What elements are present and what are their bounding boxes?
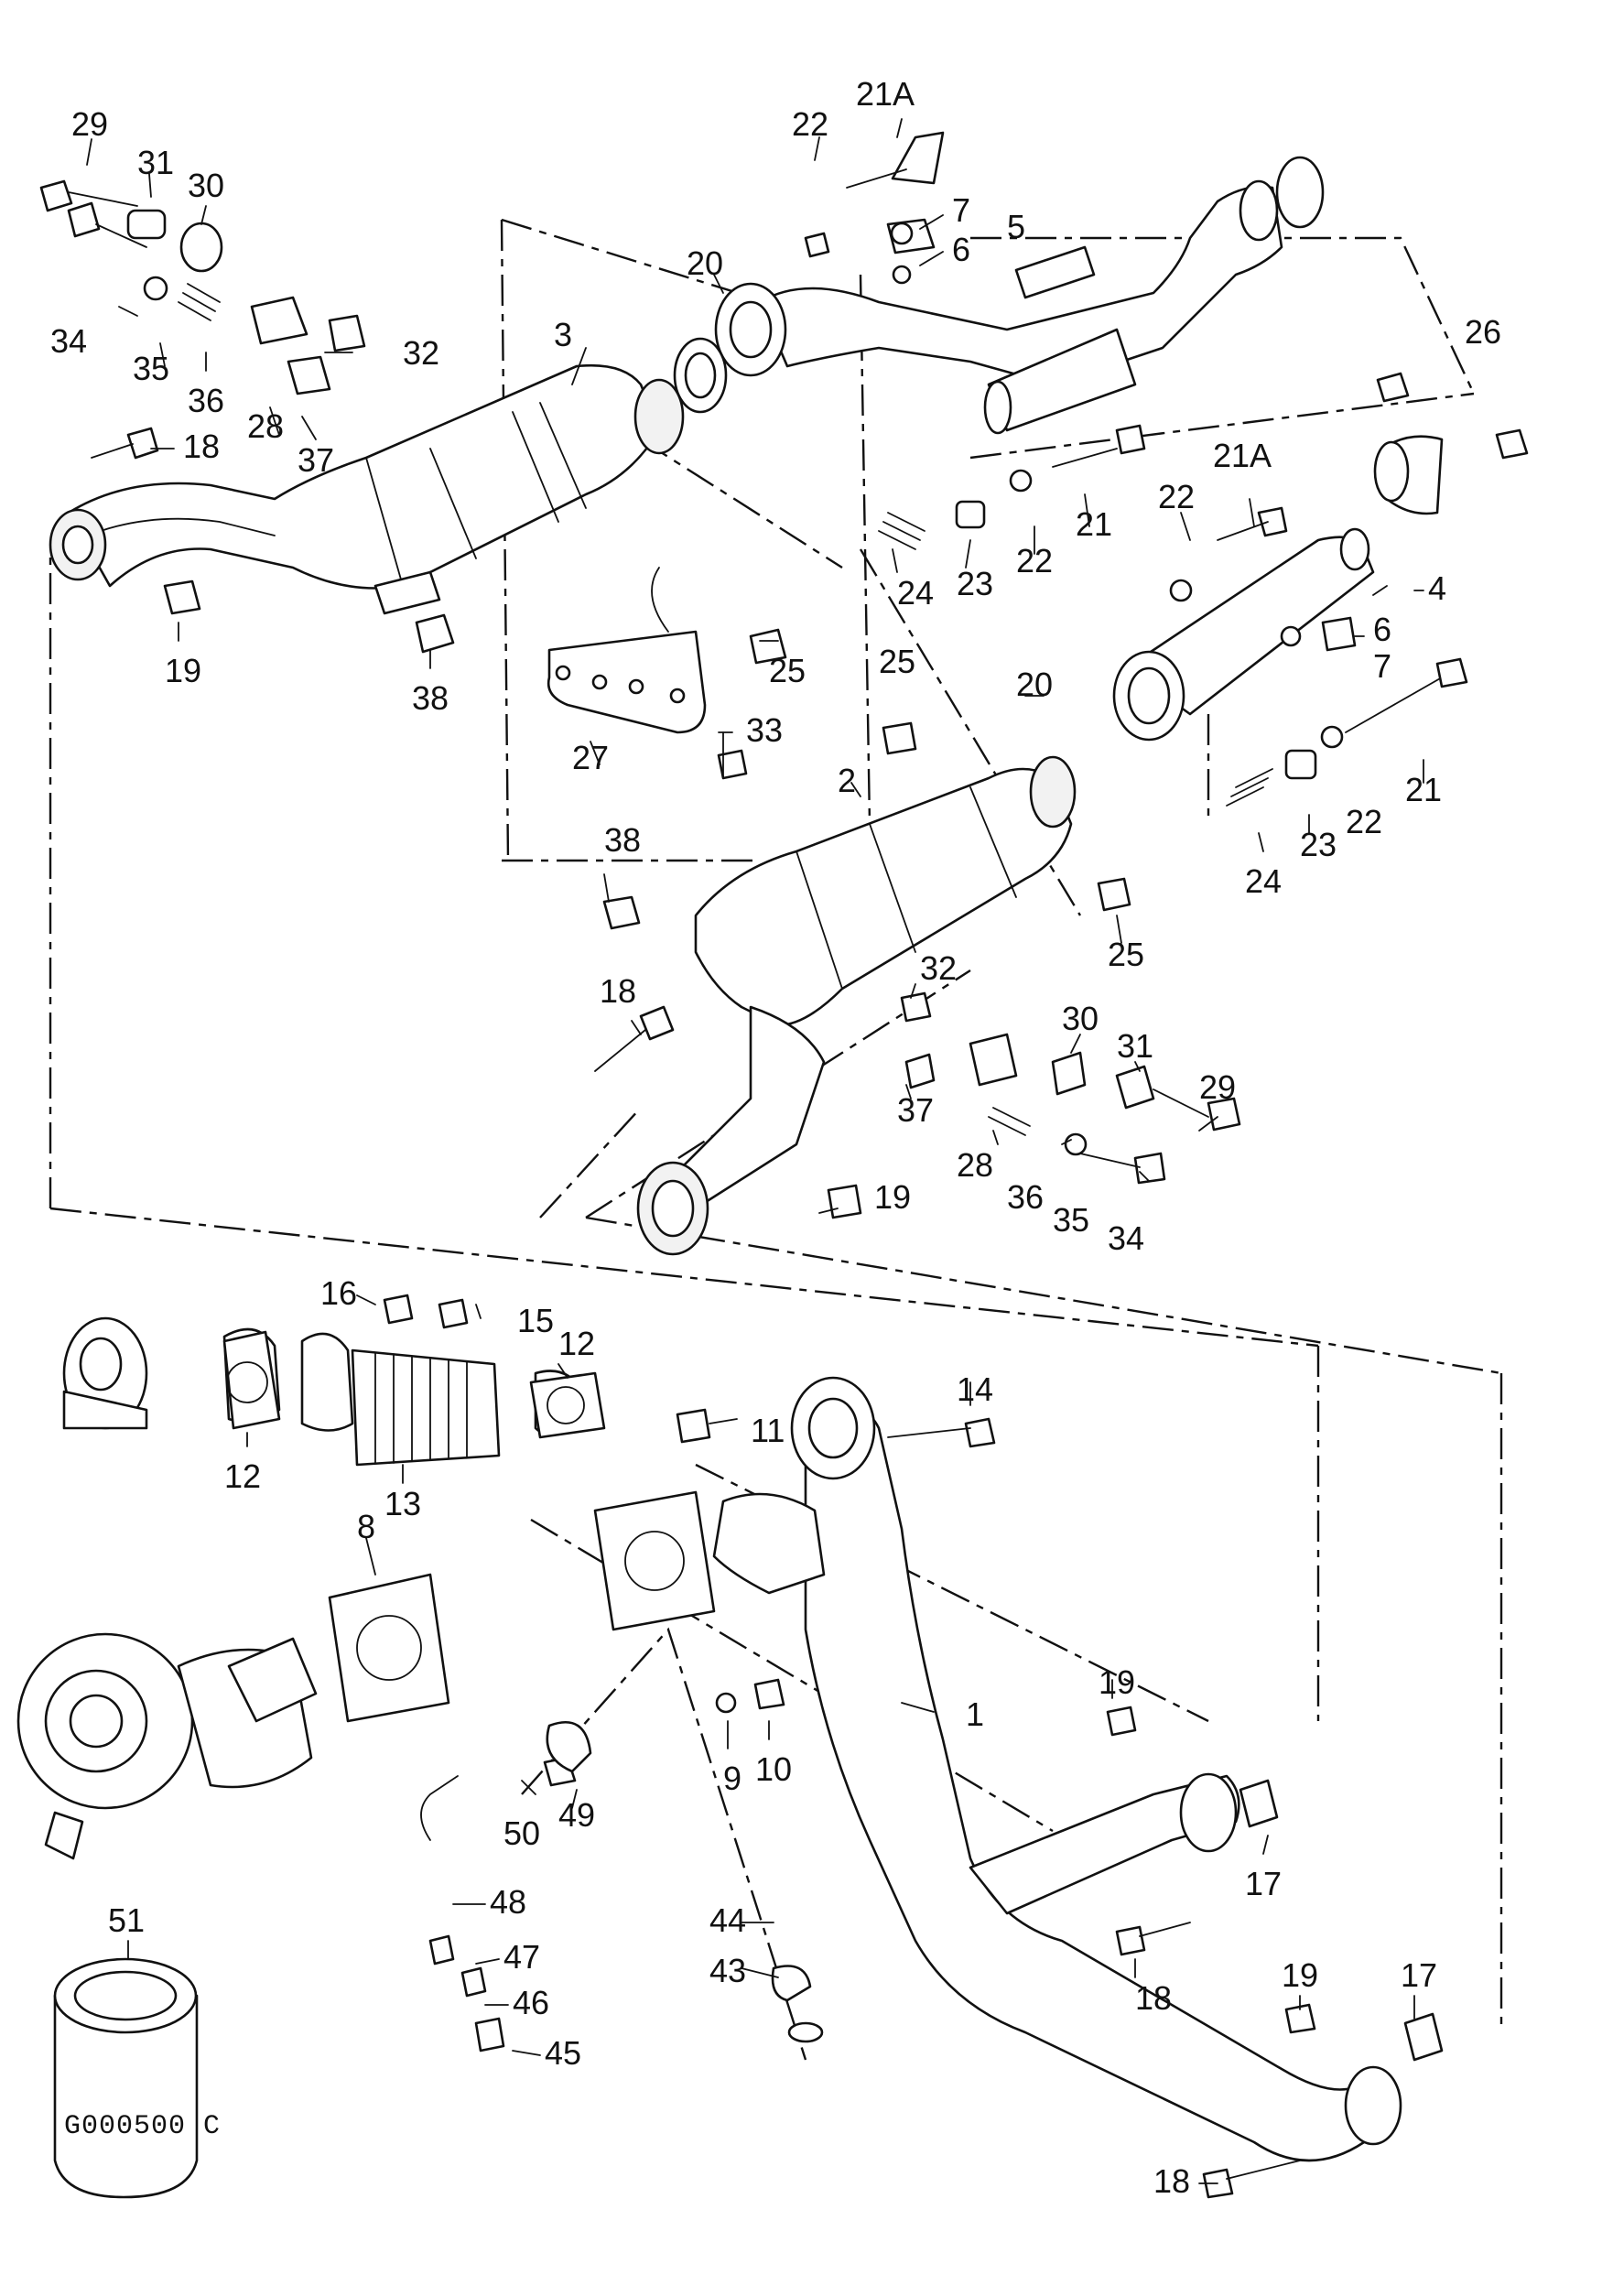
callout-22: 22 <box>792 105 828 143</box>
callout-36: 36 <box>1007 1178 1044 1216</box>
catalytic-converter-3 <box>49 363 685 615</box>
callout-11: 11 <box>751 1412 785 1449</box>
callout-34: 34 <box>50 322 87 360</box>
callout-28: 28 <box>247 407 284 445</box>
callout-30: 30 <box>1062 1000 1099 1037</box>
callout-18: 18 <box>1153 2162 1190 2200</box>
callout-12: 12 <box>224 1457 261 1495</box>
callout-23: 23 <box>957 565 993 602</box>
y-pipe-5 <box>673 156 1325 435</box>
callout-16: 16 <box>320 1274 357 1312</box>
callout-38: 38 <box>412 679 449 717</box>
callout-19: 19 <box>874 1178 911 1216</box>
callout-29: 29 <box>71 105 108 143</box>
callout-19: 19 <box>1282 1956 1318 1994</box>
callout-43: 43 <box>709 1952 746 1989</box>
callout-25: 25 <box>769 652 806 689</box>
callout-17: 17 <box>1245 1865 1282 1902</box>
callout-32: 32 <box>403 334 439 372</box>
callout-21: 21 <box>1405 771 1442 808</box>
callout-24: 24 <box>897 574 934 612</box>
callout-33: 33 <box>746 711 783 749</box>
catalytic-converter-2 <box>636 755 1077 1256</box>
callout-12: 12 <box>558 1325 595 1362</box>
callout-24: 24 <box>1245 862 1282 900</box>
callout-31: 31 <box>137 144 174 181</box>
callout-38: 38 <box>604 821 641 859</box>
callout-25: 25 <box>879 643 915 680</box>
callout-32: 32 <box>920 949 957 987</box>
callout-9: 9 <box>723 1760 741 1797</box>
callout-45: 45 <box>545 2034 581 2072</box>
callout-21: 21 <box>1076 505 1112 543</box>
callout-37: 37 <box>897 1091 934 1129</box>
callout-13: 13 <box>384 1485 421 1522</box>
callout-51: 51 <box>108 1901 145 1939</box>
callout-47: 47 <box>503 1938 540 1976</box>
callout-37: 37 <box>298 441 334 479</box>
callout-22: 22 <box>1016 542 1053 579</box>
callout-22: 22 <box>1158 478 1195 515</box>
sleeve-51: G000500 C <box>53 1957 221 2199</box>
callout-20: 20 <box>687 244 723 282</box>
callout-48: 48 <box>490 1883 526 1921</box>
callout-26: 26 <box>1465 313 1501 351</box>
callout-5: 5 <box>1007 208 1025 245</box>
callout-35: 35 <box>1053 1201 1089 1239</box>
callout-23: 23 <box>1300 826 1337 863</box>
callout-3: 3 <box>554 316 572 353</box>
callout-21A: 21A <box>856 75 915 113</box>
flex-pipe-13 <box>62 1316 583 1467</box>
callout-22: 22 <box>1346 803 1382 840</box>
callout-6: 6 <box>1373 611 1391 648</box>
callout-18: 18 <box>600 972 636 1010</box>
callout-19: 19 <box>165 652 201 689</box>
callout-1: 1 <box>966 1695 984 1733</box>
callout-14: 14 <box>957 1370 993 1408</box>
callout-10: 10 <box>755 1750 792 1788</box>
callout-17: 17 <box>1401 1956 1437 1994</box>
assembly-lines <box>49 218 1503 2061</box>
gaskets <box>222 1330 716 1723</box>
callout-7: 7 <box>952 191 970 229</box>
callout-7: 7 <box>1373 647 1391 685</box>
callout-19: 19 <box>1099 1663 1135 1701</box>
fasteners <box>39 131 1529 2199</box>
callout-30: 30 <box>188 167 224 204</box>
sleeve-stamp-text: G000500 C <box>64 2111 221 2142</box>
leader-lines <box>86 118 1424 2184</box>
callout-36: 36 <box>188 382 224 419</box>
callout-18: 18 <box>183 428 220 465</box>
callout-15: 15 <box>517 1302 554 1339</box>
callout-25: 25 <box>1108 936 1144 973</box>
bracket-27 <box>547 567 707 734</box>
callout-6: 6 <box>952 231 970 268</box>
callout-29: 29 <box>1199 1068 1236 1106</box>
callout-8: 8 <box>357 1508 375 1545</box>
callout-18: 18 <box>1135 1979 1172 2017</box>
callout-2: 2 <box>838 762 856 799</box>
downpipe-1 <box>712 1376 1402 2162</box>
callout-50: 50 <box>503 1814 540 1852</box>
callout-21A: 21A <box>1213 437 1272 474</box>
callout-46: 46 <box>513 1984 549 2021</box>
callout-4: 4 <box>1428 569 1446 607</box>
callout-labels: 29 31 30 34 35 36 32 28 37 18 3 19 38 20… <box>50 75 1501 2200</box>
callout-49: 49 <box>558 1796 595 1834</box>
callout-31: 31 <box>1117 1027 1153 1065</box>
pipe-4 <box>1112 435 1444 742</box>
callout-34: 34 <box>1108 1219 1144 1257</box>
callout-20: 20 <box>1016 666 1053 703</box>
callout-28: 28 <box>957 1146 993 1184</box>
callout-27: 27 <box>572 739 609 776</box>
turbocharger <box>16 1632 318 1860</box>
callout-44: 44 <box>709 1901 746 1939</box>
callout-35: 35 <box>133 350 169 387</box>
